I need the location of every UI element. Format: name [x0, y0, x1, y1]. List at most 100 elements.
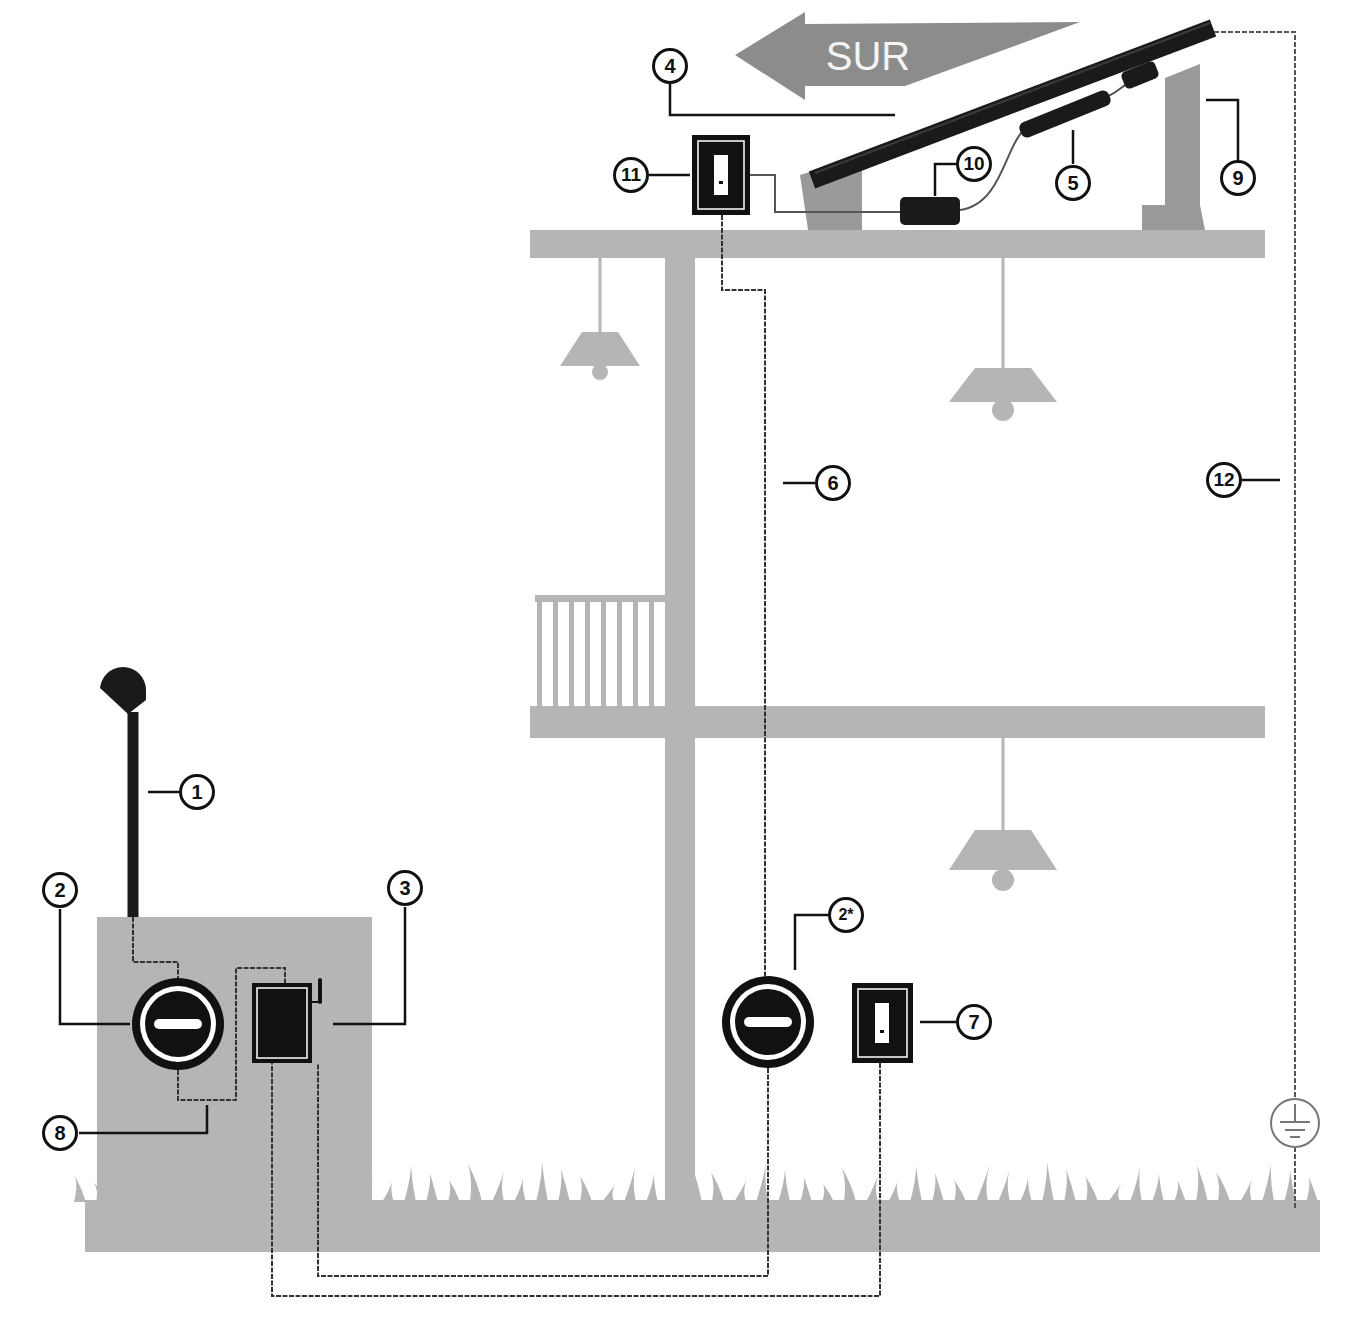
- switch-box: [714, 155, 728, 195]
- grass: [976, 1164, 990, 1202]
- building: [530, 230, 1265, 1206]
- lamp: [592, 364, 608, 380]
- building: [617, 600, 622, 706]
- panel-support: [800, 64, 1205, 230]
- leader-line: [670, 84, 895, 115]
- grass: [404, 1166, 416, 1202]
- energy-meter: [132, 978, 224, 1070]
- leader-line: [935, 164, 956, 196]
- earth-symbol: [1290, 1136, 1300, 1138]
- energy-meter: [744, 1017, 792, 1027]
- grass: [822, 1184, 834, 1202]
- switch-box: [692, 135, 750, 215]
- grass: [624, 1167, 636, 1202]
- grass: [711, 1172, 724, 1202]
- switch-box: [875, 1003, 889, 1043]
- grass: [842, 1168, 856, 1202]
- switch-box: [698, 141, 744, 209]
- lamp: [949, 830, 1057, 870]
- grass: [468, 1164, 482, 1202]
- leader-line: [1242, 479, 1280, 482]
- grass: [800, 1177, 812, 1202]
- distribution-panel: [257, 988, 307, 1058]
- battery: [1017, 89, 1112, 140]
- grass: [1108, 1183, 1121, 1202]
- battery: [1017, 60, 1160, 139]
- wire: [722, 215, 765, 977]
- lamp: [992, 869, 1014, 891]
- grass: [1152, 1174, 1164, 1202]
- building: [633, 600, 638, 706]
- leader-line: [60, 84, 1280, 1133]
- energy-meter: [145, 991, 211, 1057]
- building: [530, 230, 1265, 258]
- callout-number: 1: [179, 774, 215, 810]
- wire: [133, 917, 178, 978]
- leader-line: [795, 915, 828, 970]
- service-pole: [128, 712, 139, 917]
- callout-number: 9: [1220, 160, 1256, 196]
- grass: [954, 1180, 966, 1202]
- grass: [1240, 1179, 1252, 1202]
- grass: [778, 1170, 790, 1202]
- grass: [734, 1179, 747, 1202]
- callout-number: 6: [815, 465, 851, 501]
- distribution-panel: [312, 1001, 320, 1003]
- solar-panel: [815, 23, 1210, 173]
- panel-support: [1142, 64, 1205, 230]
- leader-line: [333, 907, 405, 1024]
- earth-symbol: [1271, 1099, 1319, 1147]
- leader-line: [60, 909, 130, 1024]
- grass: [888, 1182, 900, 1202]
- grass: [646, 1174, 658, 1202]
- callout-number: 10: [956, 146, 992, 182]
- service-pole: [100, 667, 146, 917]
- earth-wire: [1294, 1147, 1296, 1208]
- leader-line: [79, 1105, 207, 1133]
- switch-box: [880, 1030, 884, 1033]
- cable: [750, 82, 1130, 212]
- energy-meter: [154, 1019, 202, 1029]
- meter-housing: [97, 917, 372, 1252]
- building: [569, 600, 574, 706]
- leader-line: [148, 791, 179, 794]
- callout-number: 12: [1206, 462, 1242, 498]
- building: [530, 706, 1265, 738]
- service-pole: [100, 667, 146, 714]
- earth-wire: [1214, 32, 1295, 1099]
- grass: [426, 1173, 438, 1202]
- grass: [866, 1175, 878, 1202]
- meter-housing: [97, 917, 372, 1252]
- south-arrow: [735, 12, 1080, 100]
- distribution-panel: [252, 980, 320, 1063]
- grass: [1262, 1163, 1274, 1202]
- grass: [580, 1176, 592, 1202]
- energy-meter: [140, 986, 216, 1062]
- callout-number: 4: [652, 48, 688, 84]
- building: [585, 600, 590, 706]
- grass: [1306, 1177, 1318, 1202]
- callout-number: 3: [387, 870, 423, 906]
- leader-line: [1206, 100, 1238, 160]
- callout-number: 11: [613, 157, 649, 193]
- grass: [756, 1163, 768, 1202]
- switch-box: [692, 135, 750, 215]
- leader-line: [920, 1021, 956, 1024]
- south-arrow: [735, 12, 1080, 100]
- lamp: [1002, 258, 1005, 368]
- leader-line: [649, 174, 690, 177]
- grass: [1130, 1167, 1142, 1202]
- grass: [910, 1166, 922, 1202]
- grass: [1085, 1176, 1098, 1202]
- grass: [998, 1171, 1010, 1202]
- grass: [1196, 1165, 1208, 1202]
- building: [553, 600, 558, 706]
- lamp: [560, 258, 1057, 891]
- grass: [74, 1176, 86, 1202]
- building: [665, 258, 695, 1206]
- lamp: [992, 399, 1014, 421]
- solar-panel: [812, 28, 1213, 180]
